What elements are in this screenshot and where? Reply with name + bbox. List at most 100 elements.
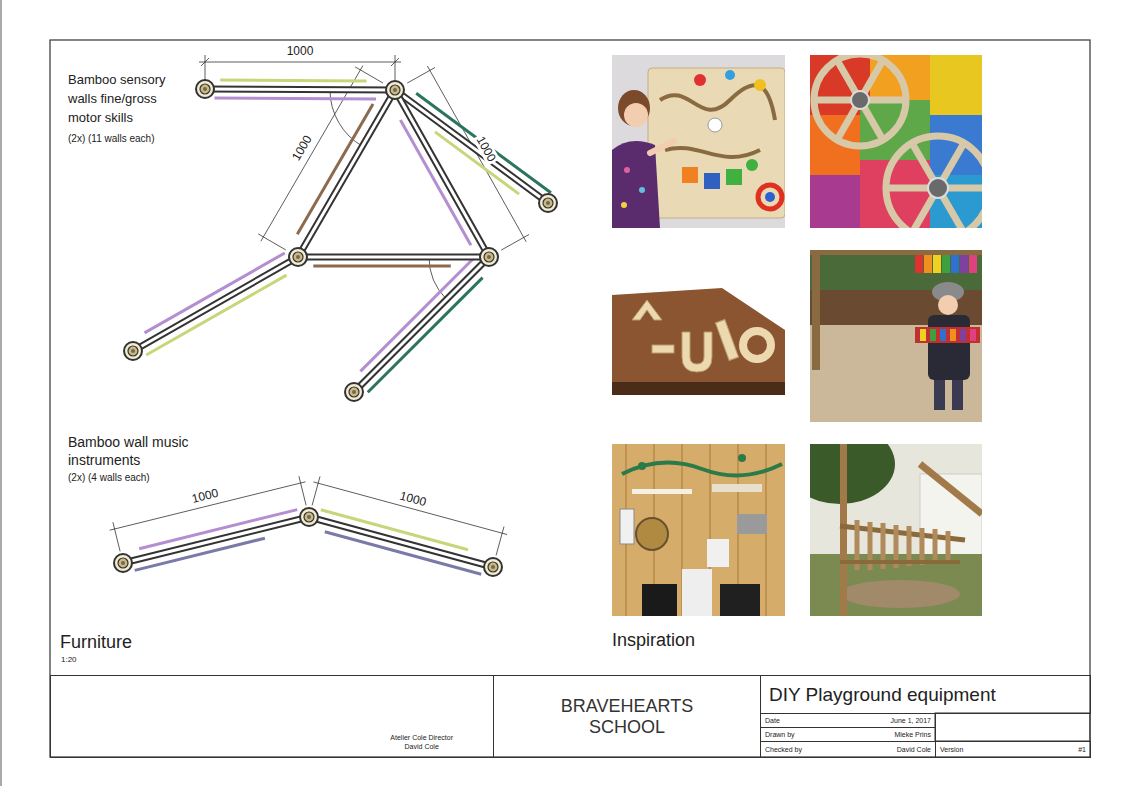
color-strip — [313, 265, 451, 268]
bamboo-post-center — [487, 255, 491, 259]
bamboo-post-center — [546, 201, 550, 205]
bamboo-post — [484, 558, 502, 576]
bamboo-post-core — [543, 198, 553, 208]
dimension: 1000 — [285, 44, 316, 58]
bamboo-post-center — [307, 515, 311, 519]
field-name: Date — [765, 717, 780, 724]
photo-background — [612, 55, 785, 228]
bamboo-post-center — [491, 565, 495, 569]
glass-pane — [930, 115, 982, 175]
trees — [810, 250, 982, 325]
client-name: BRAVEHEARTS SCHOOL — [552, 696, 702, 738]
bamboo-posts — [114, 80, 557, 576]
bamboo-post — [345, 383, 363, 401]
extension-line — [113, 522, 120, 551]
wooden-letter — [632, 300, 662, 320]
dimension-tick — [391, 58, 399, 66]
xylophone-bar — [924, 255, 932, 273]
field-value: David Cole — [897, 746, 931, 753]
xylophone-bar — [970, 329, 976, 341]
bamboo-wall — [309, 517, 493, 567]
painted-note — [738, 454, 746, 462]
title-block-cell — [935, 713, 1090, 741]
color-strip — [145, 253, 285, 333]
knob — [708, 118, 722, 132]
color-strip — [368, 278, 483, 393]
bamboo-post-core — [349, 387, 359, 397]
equipment-title: Bamboo wall music instruments — [68, 433, 203, 469]
bamboo-post-center — [121, 561, 125, 565]
bamboo-post-core — [390, 85, 400, 95]
bamboo-wall-core — [309, 517, 493, 567]
dimension: 1000 — [396, 488, 429, 510]
dimension-line — [199, 62, 401, 63]
color-strip — [215, 97, 377, 101]
sheet-title: DIY Playground equipment — [769, 684, 996, 706]
dirt — [840, 580, 960, 608]
painted-stave — [622, 463, 782, 476]
bamboo-wall — [395, 90, 489, 257]
wheel-rim — [814, 54, 906, 146]
bamboo-post-core — [488, 562, 498, 572]
bamboo-post-center — [393, 88, 397, 92]
fence-planks — [626, 444, 766, 616]
color-strip — [220, 79, 366, 83]
bamboo-post — [300, 508, 318, 526]
xylophone-bar — [940, 329, 946, 341]
title-block-cell: Atelier Cole DirectorDavid Cole — [50, 675, 494, 758]
color-strip — [360, 257, 475, 372]
painted-note — [638, 462, 646, 470]
color-strip — [325, 532, 481, 575]
field-value: Mieke Prins — [894, 731, 931, 738]
bamboo-walls — [123, 89, 548, 567]
bamboo-post — [124, 342, 142, 360]
bamboo-post-center — [352, 390, 356, 394]
dress-pattern — [624, 167, 630, 173]
bamboo-rod — [920, 528, 925, 565]
bamboo-rod — [933, 529, 938, 563]
xylophone-bar — [960, 255, 968, 273]
title-block-row: Version#1 — [935, 741, 1091, 758]
wooden-letter — [743, 331, 771, 359]
glass-pane — [930, 55, 982, 115]
wheel-hub — [851, 91, 869, 109]
section-title: Furniture — [60, 632, 132, 654]
bamboo-wall — [395, 90, 548, 203]
xylophone-bar — [915, 255, 923, 273]
wood-beam — [810, 250, 982, 255]
inspiration-photo — [612, 250, 785, 422]
equipment-quantity: (2x) (4 walls each) — [68, 472, 150, 484]
inspiration-photo — [612, 444, 785, 616]
bamboo-rod — [946, 531, 951, 562]
bamboo-post-core — [128, 346, 138, 356]
letter-block — [726, 169, 742, 185]
xylophone-bar — [930, 329, 936, 341]
sheet-frame — [50, 40, 1090, 757]
wall-plan — [114, 80, 557, 576]
bamboo-wall-core — [395, 90, 548, 203]
xylophone-bar — [951, 255, 959, 273]
bamboo-post — [539, 194, 557, 212]
bamboo-post-core — [200, 84, 210, 94]
bucket — [682, 569, 712, 616]
knob — [746, 159, 758, 171]
bamboo-post-center — [131, 349, 135, 353]
child-arm — [650, 141, 674, 153]
title-block-cell: BRAVEHEARTS SCHOOL — [493, 675, 761, 758]
equipment-title: Bamboo sensory walls fine/gross motor sk… — [68, 70, 188, 127]
signature-block: Atelier Cole DirectorDavid Cole — [390, 733, 453, 751]
photo-background — [612, 250, 785, 422]
letter-block — [704, 173, 720, 189]
inspiration-photo — [810, 54, 990, 240]
color-strip — [416, 93, 551, 192]
washboard — [737, 514, 767, 534]
xylophone-bar — [933, 255, 941, 273]
color-strips — [135, 80, 551, 574]
outer-border — [1, 0, 2, 786]
bamboo-post — [289, 248, 307, 266]
bamboo-wall-core — [395, 90, 489, 257]
dress-pattern — [621, 202, 627, 208]
letter-block — [682, 167, 698, 183]
xylophone-bar — [960, 329, 966, 341]
